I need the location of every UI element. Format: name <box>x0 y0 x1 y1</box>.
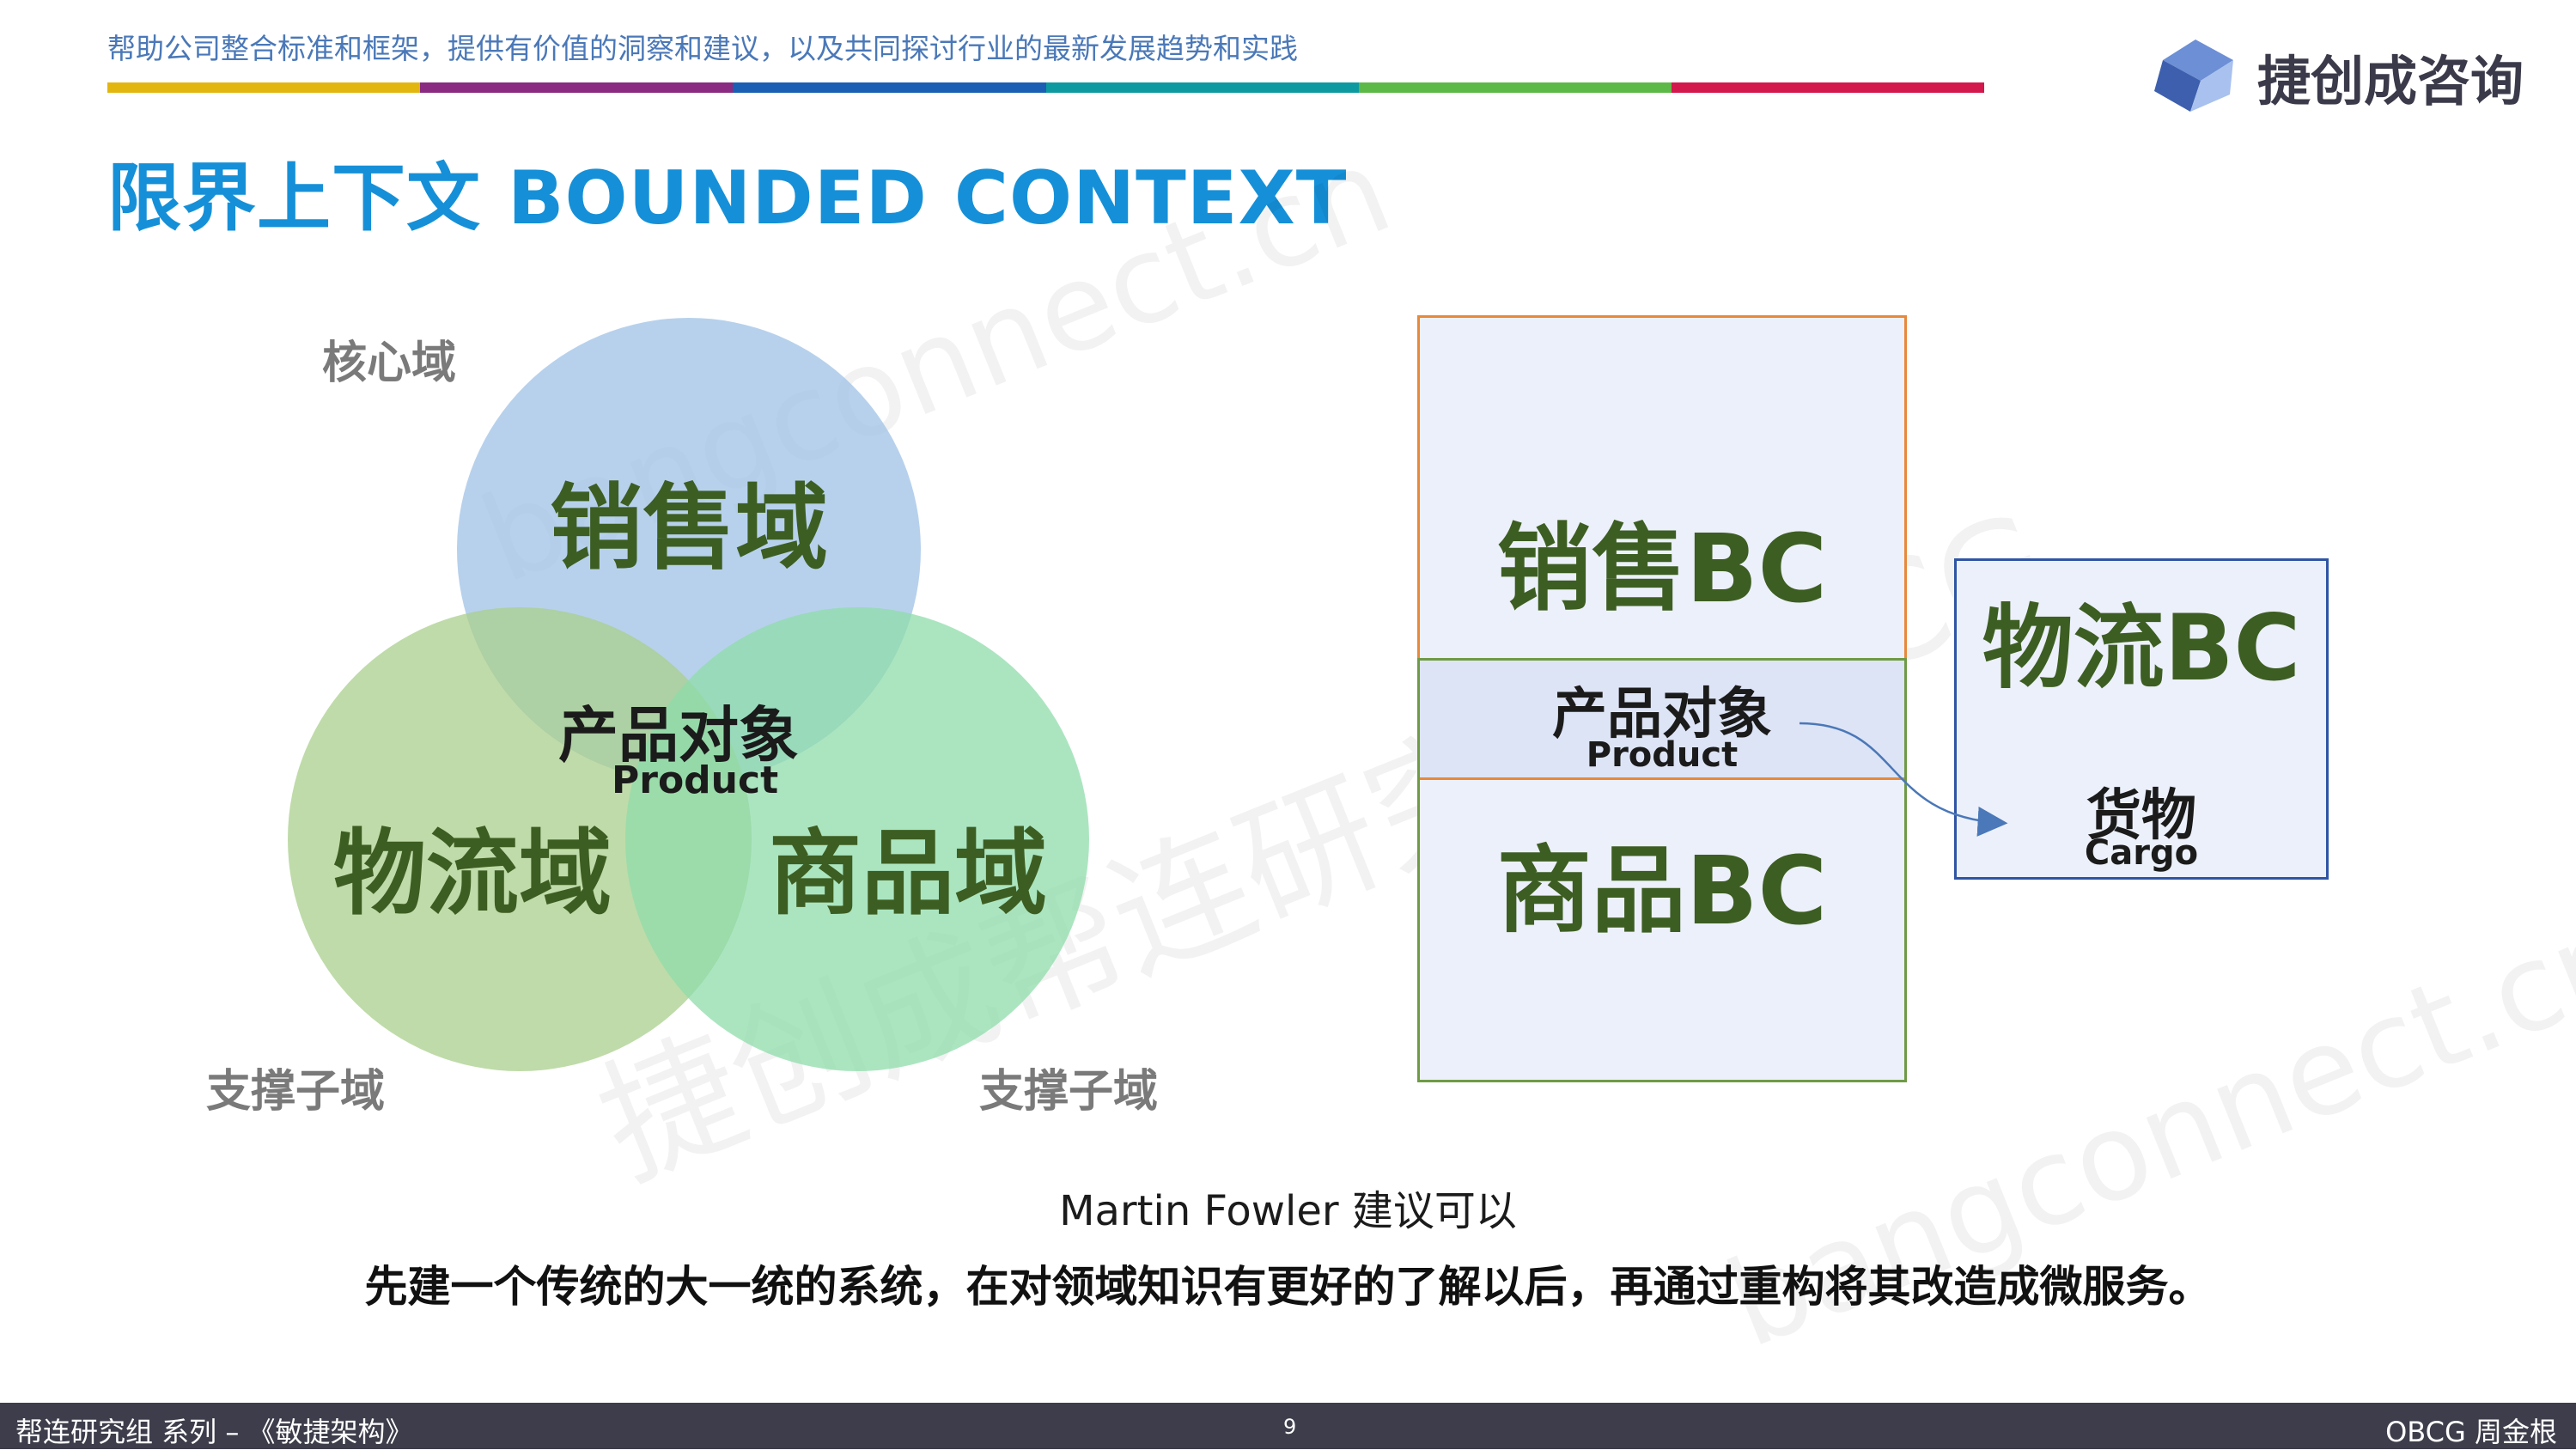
venn-circle-goods <box>625 607 1089 1071</box>
sales-domain-label: 销售域 <box>550 475 829 582</box>
cargo-label: 货物 <box>2086 784 2196 848</box>
logo-text: 捷创成咨询 <box>2257 50 2524 113</box>
product-object-overlap <box>1420 661 1904 778</box>
product-object-label: 产品对象 <box>558 700 799 771</box>
logistics-bc-box <box>1954 558 2329 880</box>
bc-product-object-en-label: Product <box>1586 735 1739 775</box>
support-domain-label-left: 支撑子域 <box>206 1066 386 1118</box>
footer-bar: 帮连研究组 系列 – 《敏捷架构》 9 OBCG 周金根 <box>0 1403 2576 1449</box>
overlap-divider <box>1420 777 1904 780</box>
footer-series: 帮连研究组 系列 – 《敏捷架构》 <box>15 1416 413 1448</box>
goods-domain-label: 商品域 <box>769 820 1048 928</box>
color-strip-segment <box>420 82 734 93</box>
footer-author: OBCG 周金根 <box>2385 1416 2557 1448</box>
sales-bc-box <box>1417 315 1907 661</box>
sales-bc-label: 销售BC <box>1496 514 1828 624</box>
color-strip-segment <box>733 82 1046 93</box>
cube-logo-icon <box>2154 40 2233 112</box>
color-strip-segment <box>1671 82 1985 93</box>
logistics-domain-label: 物流域 <box>333 820 612 928</box>
page-number: 9 <box>1283 1415 1297 1439</box>
color-strip-segment <box>107 82 421 93</box>
header-tagline: 帮助公司整合标准和框架，提供有价值的洞察和建议，以及共同探讨行业的最新发展趋势和… <box>107 32 1298 65</box>
color-strip-segment <box>1045 82 1359 93</box>
bc-product-object-label: 产品对象 <box>1552 683 1772 746</box>
slide-title: 限界上下文 BOUNDED CONTEXT <box>107 155 1348 241</box>
support-domain-label-right: 支撑子域 <box>979 1066 1159 1118</box>
company-logo <box>2147 26 2560 120</box>
cargo-en-label: Cargo <box>2084 833 2199 873</box>
venn-circle-logistics <box>288 607 752 1071</box>
product-object-en-label: Product <box>612 759 779 802</box>
quote-attribution: Martin Fowler 建议可以 <box>1059 1187 1517 1235</box>
goods-bc-label: 商品BC <box>1496 836 1828 946</box>
core-domain-label: 核心域 <box>322 338 457 389</box>
logistics-bc-label: 物流BC <box>1982 595 2301 701</box>
quote-text: 先建一个传统的大一统的系统，在对领域知识有更好的了解以后，再通过重构将其改造成微… <box>364 1262 2212 1312</box>
header-color-strip <box>107 82 1985 93</box>
color-strip-segment <box>1358 82 1672 93</box>
venn-diagram <box>288 318 1089 1071</box>
